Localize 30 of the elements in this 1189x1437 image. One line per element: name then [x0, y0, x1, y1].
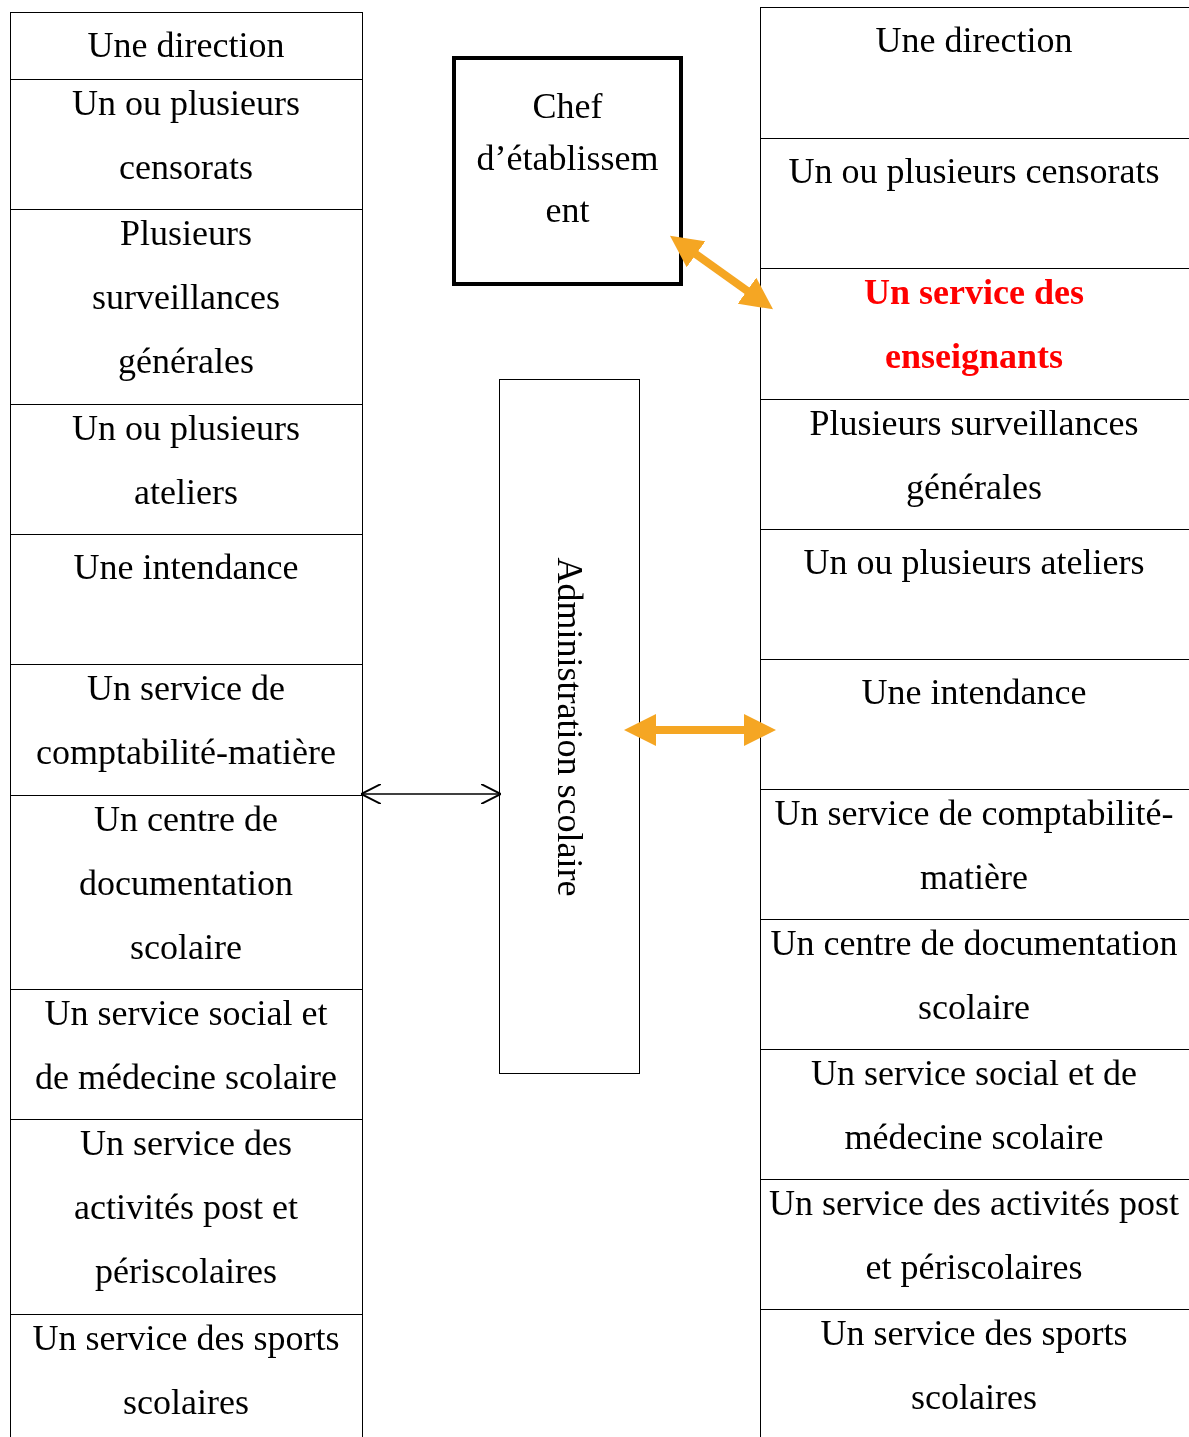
cell-label: Une intendance	[73, 546, 299, 589]
cell-label: Un ou plusieurs ateliers	[803, 541, 1145, 584]
double-arrow	[360, 783, 502, 805]
cell-label: Plusieurs surveillances générales	[808, 402, 1140, 509]
vertical-label: Administration scolaire	[548, 557, 591, 896]
cell-label: Un service social et de médecine scolaire	[34, 992, 338, 1099]
cell-label: Un ou plusieurs censorats	[788, 150, 1160, 193]
double-arrow	[624, 714, 776, 746]
cell-label: Un centre de documentation scolaire	[78, 798, 294, 969]
cell-label: Un ou plusieurs ateliers	[71, 407, 301, 514]
table-column	[760, 7, 1189, 1437]
cell-label: Un service des sports scolaires	[31, 1317, 341, 1424]
table-column	[10, 12, 363, 1437]
cell-label: Un service social et de médecine scolaire	[810, 1052, 1138, 1159]
cell-label: Une intendance	[861, 671, 1087, 714]
title-box	[452, 56, 683, 286]
cell-label: Un service des enseignants	[863, 271, 1085, 378]
cell-label: Un service de comptabilité-matière	[773, 792, 1175, 899]
cell-label: Un service des sports scolaires	[819, 1312, 1129, 1419]
double-arrow	[670, 235, 773, 310]
cell-label: Plusieurs surveillances générales	[91, 212, 281, 383]
cell-label: Un service de comptabilité-matière	[35, 667, 337, 774]
cell-label: Un service des activités post et périscolaires	[73, 1122, 299, 1293]
cell-label: Un service des activités post et périscolaires	[768, 1182, 1180, 1289]
cell-label: Un ou plusieurs censorats	[71, 82, 301, 189]
cell-label: Une direction	[87, 24, 285, 67]
vertical-box	[499, 379, 640, 1074]
cell-label: Une direction	[875, 19, 1073, 62]
cell-label: Un centre de documentation scolaire	[769, 922, 1179, 1029]
cell-label: Chef d’établissement	[475, 85, 660, 232]
